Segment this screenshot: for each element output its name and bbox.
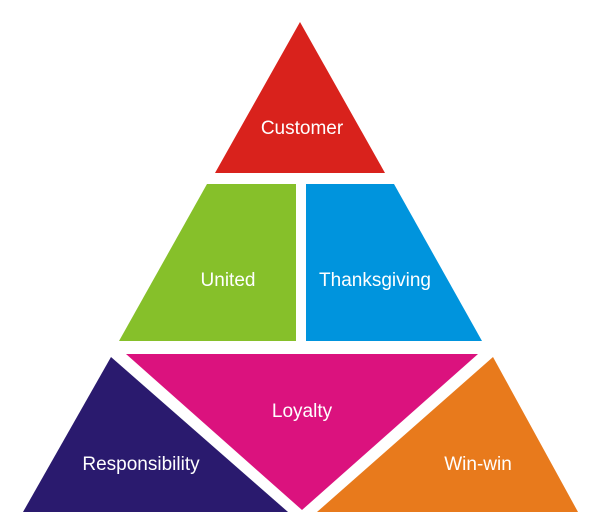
- united-shape: [119, 184, 296, 341]
- loyalty-label: Loyalty: [272, 401, 333, 422]
- pyramid-segment-loyalty: Loyalty: [126, 354, 478, 510]
- pyramid-segment-united: United: [119, 184, 296, 341]
- win-win-label: Win-win: [444, 454, 512, 475]
- customer-shape: [215, 22, 385, 173]
- responsibility-label: Responsibility: [82, 454, 200, 475]
- loyalty-shape: [126, 354, 478, 510]
- thanksgiving-label: Thanksgiving: [319, 270, 431, 291]
- win-win-shape: [317, 357, 578, 512]
- responsibility-shape: [23, 357, 288, 512]
- pyramid-segment-responsibility: Responsibility: [23, 357, 288, 512]
- pyramid-segment-win-win: Win-win: [317, 357, 578, 512]
- united-label: United: [201, 270, 256, 291]
- pyramid-segment-thanksgiving: Thanksgiving: [306, 184, 482, 341]
- pyramid-segment-customer: Customer: [215, 22, 385, 173]
- thanksgiving-shape: [306, 184, 482, 341]
- customer-label: Customer: [261, 118, 344, 139]
